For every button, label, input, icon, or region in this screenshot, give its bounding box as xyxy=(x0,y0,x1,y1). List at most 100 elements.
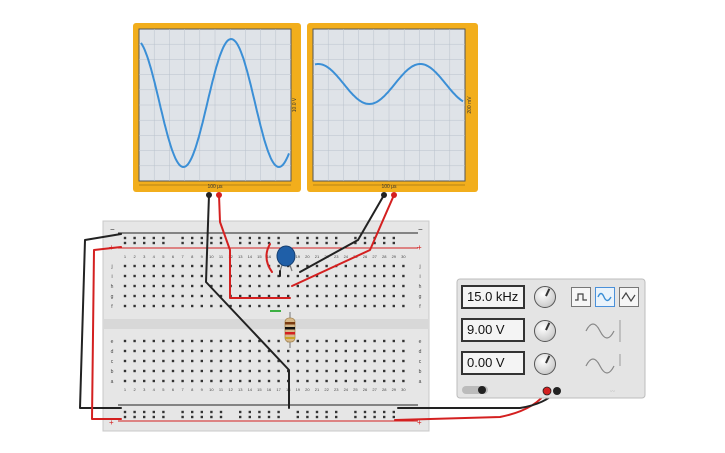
triangle-wave-icon xyxy=(621,291,636,303)
column-number: 3 xyxy=(143,254,146,259)
column-number: 16 xyxy=(267,254,272,259)
row-letter: i xyxy=(419,274,420,280)
amplitude-sine-icon xyxy=(585,323,615,339)
column-number: 10 xyxy=(209,387,214,392)
resistor[interactable] xyxy=(284,312,296,348)
column-number: 20 xyxy=(305,387,310,392)
column-number: 2 xyxy=(133,254,136,259)
column-number: 26 xyxy=(363,387,368,392)
column-number: 16 xyxy=(267,387,272,392)
column-number: 28 xyxy=(382,254,387,259)
generator-negative-terminal[interactable] xyxy=(553,387,561,395)
dc-offset-knob[interactable] xyxy=(534,353,556,375)
power-switch-knob[interactable] xyxy=(478,386,486,394)
column-number: 1 xyxy=(124,387,127,392)
column-number: 29 xyxy=(392,254,397,259)
column-number: 22 xyxy=(324,387,329,392)
column-number: 14 xyxy=(248,254,253,259)
column-number: 7 xyxy=(181,387,184,392)
column-number: 13 xyxy=(238,387,243,392)
scope-1-time-div: 100 μs xyxy=(207,184,223,190)
left-ground-jumper[interactable] xyxy=(79,233,122,409)
square-wave-button[interactable] xyxy=(571,287,591,307)
column-number: 5 xyxy=(162,387,165,392)
column-number: 27 xyxy=(372,387,377,392)
oscilloscope-1[interactable]: 100 μs 10.0 V xyxy=(133,23,301,198)
column-number: 11 xyxy=(219,254,224,259)
column-number: 19 xyxy=(296,387,301,392)
column-number: 30 xyxy=(401,254,406,259)
rail-plus-label: + xyxy=(417,418,422,427)
column-number: 4 xyxy=(153,254,156,259)
row-letter: h xyxy=(111,284,114,290)
column-number: 7 xyxy=(181,254,184,259)
column-number: 3 xyxy=(143,387,146,392)
oscilloscope-2[interactable]: 100 μs 200 mV xyxy=(307,23,478,198)
breadboard-holes xyxy=(123,236,405,419)
column-number: 1 xyxy=(124,254,127,259)
scope-2-ground-wire[interactable] xyxy=(299,194,385,273)
column-number: 6 xyxy=(172,254,175,259)
row-letter: f xyxy=(111,304,113,310)
scope-2-time-div: 100 μs xyxy=(381,184,397,190)
frequency-knob[interactable] xyxy=(534,286,556,308)
generator-positive-terminal[interactable] xyxy=(542,386,552,396)
row-letter: e xyxy=(419,339,422,345)
rail-plus-label: + xyxy=(417,243,422,252)
column-number: 10 xyxy=(209,254,214,259)
row-letter: e xyxy=(111,339,114,345)
ceramic-capacitor[interactable] xyxy=(276,245,296,272)
scope-2-trace xyxy=(314,63,464,106)
scope-2-signal-wire[interactable] xyxy=(291,194,395,287)
column-number: 25 xyxy=(353,387,358,392)
row-letter: h xyxy=(419,284,422,290)
rail-plus-label: + xyxy=(109,418,114,427)
column-number: 19 xyxy=(296,254,301,259)
column-number: 24 xyxy=(344,387,349,392)
column-number: 15 xyxy=(257,254,262,259)
sine-wave-button[interactable] xyxy=(595,287,615,307)
column-number: 28 xyxy=(382,387,387,392)
square-wave-icon xyxy=(575,293,587,301)
frequency-display: 15.0 kHz xyxy=(461,285,525,309)
row-letter: b xyxy=(111,369,114,375)
brand-mark: 〰 xyxy=(610,389,615,395)
scope-1-volt-div: 10.0 V xyxy=(292,97,298,112)
column-number: 6 xyxy=(172,387,175,392)
column-number: 13 xyxy=(238,254,243,259)
amplitude-knob[interactable] xyxy=(534,320,556,342)
row-letter: d xyxy=(111,349,114,355)
scope-1-signal-wire[interactable] xyxy=(218,194,291,299)
column-number: 2 xyxy=(133,387,136,392)
column-number: 24 xyxy=(344,254,349,259)
column-number: 29 xyxy=(392,387,397,392)
scope-2-volt-div: 200 mV xyxy=(467,96,473,114)
scope-2-grid xyxy=(313,29,465,181)
column-number: 15 xyxy=(257,387,262,392)
row-letter: a xyxy=(419,379,422,385)
column-number: 17 xyxy=(276,387,281,392)
rail-minus-label: − xyxy=(418,225,423,234)
column-number: 20 xyxy=(305,254,310,259)
column-number: 8 xyxy=(191,254,194,259)
breadboard-center-channel xyxy=(103,319,429,329)
column-number: 5 xyxy=(162,254,165,259)
scope-1-ground-wire[interactable] xyxy=(205,194,290,409)
row-letter: a xyxy=(111,379,114,385)
column-number: 12 xyxy=(228,387,233,392)
left-power-jumper[interactable] xyxy=(91,246,122,420)
column-number: 27 xyxy=(372,254,377,259)
column-number: 14 xyxy=(248,387,253,392)
column-number: 26 xyxy=(363,254,368,259)
column-number: 8 xyxy=(191,387,194,392)
capacitor-jumper-wire[interactable] xyxy=(265,243,273,273)
row-letter: j xyxy=(418,264,420,270)
column-number: 21 xyxy=(315,387,320,392)
row-letter: g xyxy=(111,294,114,300)
row-letter: c xyxy=(419,359,422,365)
sine-wave-icon xyxy=(597,292,612,302)
column-number: 4 xyxy=(153,387,156,392)
row-letter: g xyxy=(419,294,422,300)
triangle-wave-button[interactable] xyxy=(619,287,639,307)
